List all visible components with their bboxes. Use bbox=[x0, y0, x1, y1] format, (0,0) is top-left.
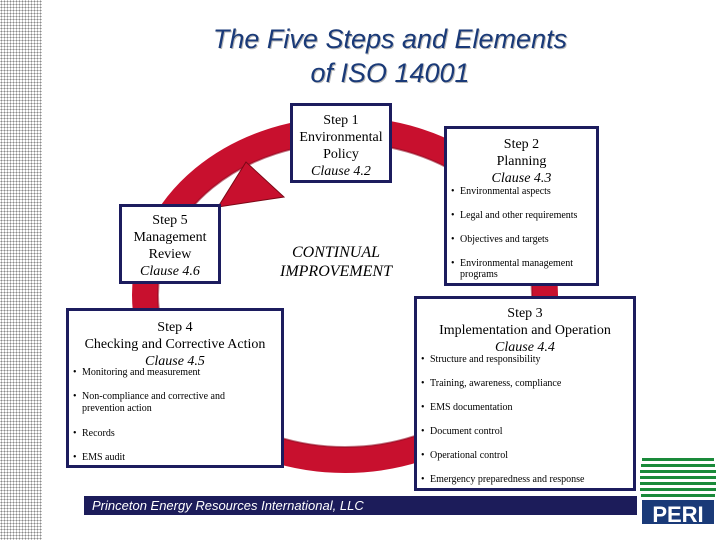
step3-bullet-1: •Structure and responsibility bbox=[421, 354, 541, 365]
step3-bullet-3: •EMS documentation bbox=[421, 402, 513, 413]
bullet-dot-icon: • bbox=[451, 234, 455, 245]
step4-bullet-3: •Records bbox=[73, 428, 115, 439]
step1-clause: Clause 4.2 bbox=[311, 164, 371, 179]
step2-title: Step 2 bbox=[503, 137, 540, 152]
cycle-arrowhead bbox=[217, 161, 286, 208]
bullet-dot-icon: • bbox=[421, 402, 425, 413]
page-title: The Five Steps and Elements of ISO 14001 bbox=[130, 22, 650, 90]
step4-bullet-1: •Monitoring and measurement bbox=[73, 367, 201, 378]
step2-name: Planning bbox=[496, 154, 547, 169]
title-line-2: of ISO 14001 bbox=[310, 58, 470, 88]
footer-company-name: Princeton Energy Resources International… bbox=[92, 498, 364, 513]
step2-bullet-1: •Environmental aspects bbox=[451, 186, 551, 197]
center-label-line2: IMPROVEMENT bbox=[280, 263, 392, 280]
peri-logo: PERI bbox=[640, 458, 716, 527]
step2-bullet-2: •Legal and other requirements bbox=[451, 210, 578, 221]
bullet-dot-icon: • bbox=[421, 354, 425, 365]
step5-box: Step 5 Management Review Clause 4.6 bbox=[119, 204, 221, 284]
peri-logo-stripes bbox=[640, 458, 716, 524]
step2-bullet-3: •Objectives and targets bbox=[451, 234, 549, 245]
step3-bullet-6: •Emergency preparedness and response bbox=[421, 474, 585, 485]
bullet-dot-icon: • bbox=[421, 426, 425, 437]
step1-name-line2: Policy bbox=[323, 147, 359, 162]
bullet-dot-icon: • bbox=[451, 258, 455, 269]
footer-bar: Princeton Energy Resources International… bbox=[84, 496, 637, 515]
step5-clause: Clause 4.6 bbox=[140, 264, 200, 279]
step1-title: Step 1 bbox=[323, 113, 359, 128]
step5-title: Step 5 bbox=[152, 213, 188, 228]
step4-clause: Clause 4.5 bbox=[145, 354, 205, 369]
center-label-line1: CONTINUAL bbox=[291, 244, 381, 261]
bullet-dot-icon: • bbox=[451, 210, 455, 221]
bullet-dot-icon: • bbox=[421, 450, 425, 461]
bullet-dot-icon: • bbox=[73, 452, 77, 463]
step4-box: Step 4 Checking and Corrective Action Cl… bbox=[66, 308, 284, 468]
title-line-1: The Five Steps and Elements bbox=[212, 24, 568, 54]
step2-bullet-4: •Environmental management bbox=[451, 258, 574, 269]
step4-name: Checking and Corrective Action bbox=[84, 337, 266, 352]
bullet-dot-icon: • bbox=[421, 474, 425, 485]
step3-box: Step 3 Implementation and Operation Clau… bbox=[414, 296, 636, 491]
step4-bullet-4: •EMS audit bbox=[73, 452, 126, 463]
step1-name-line1: Environmental bbox=[299, 130, 383, 145]
bullet-dot-icon: • bbox=[421, 378, 425, 389]
bullet-dot-icon: • bbox=[451, 186, 455, 197]
step4-bullet-2: •Non-compliance and corrective and bbox=[73, 391, 225, 402]
step3-bullet-5: •Operational control bbox=[421, 450, 509, 461]
step3-bullet-4: •Document control bbox=[421, 426, 503, 437]
step4-title: Step 4 bbox=[157, 320, 193, 335]
step2-box: Step 2 Planning Clause 4.3 •Environmenta… bbox=[444, 126, 599, 286]
dotted-border-strip bbox=[0, 0, 42, 540]
step2-bullet-4-cont: programs bbox=[460, 269, 498, 280]
bullet-dot-icon: • bbox=[73, 391, 77, 402]
peri-logo-text: PERI bbox=[652, 502, 703, 527]
step3-title: Step 3 bbox=[507, 306, 543, 321]
step3-bullet-2: •Training, awareness, compliance bbox=[421, 378, 562, 389]
step4-bullet-2-cont: prevention action bbox=[82, 403, 152, 414]
step5-name-line2: Review bbox=[148, 247, 192, 262]
step2-clause: Clause 4.3 bbox=[491, 171, 552, 186]
continual-improvement-label: CONTINUAL IMPROVEMENT bbox=[247, 236, 425, 288]
step5-name-line1: Management bbox=[133, 230, 207, 245]
step1-box: Step 1 Environmental Policy Clause 4.2 bbox=[290, 103, 392, 183]
bullet-dot-icon: • bbox=[73, 367, 77, 378]
bullet-dot-icon: • bbox=[73, 428, 77, 439]
step3-name: Implementation and Operation bbox=[439, 323, 611, 338]
step3-clause: Clause 4.4 bbox=[495, 340, 555, 355]
